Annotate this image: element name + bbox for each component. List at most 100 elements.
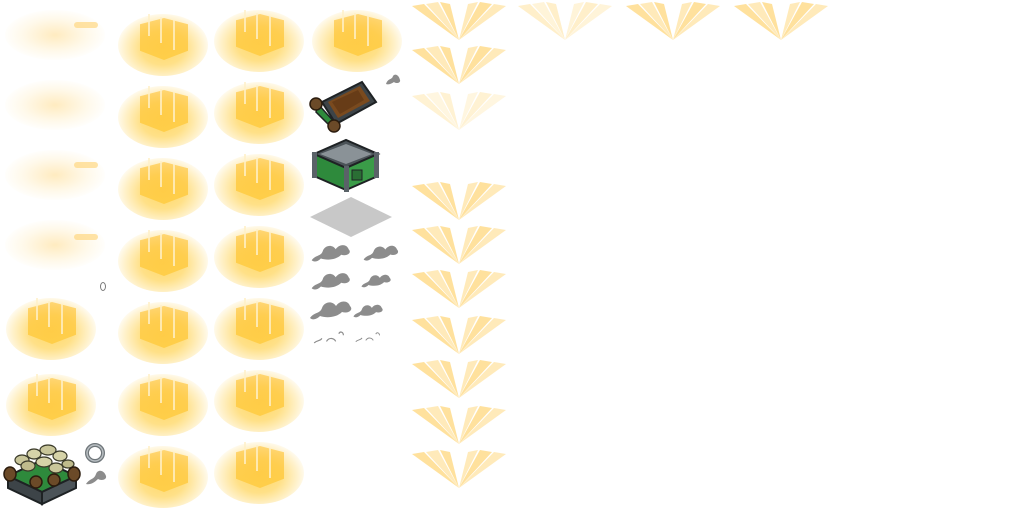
light-ray	[459, 182, 492, 220]
light-ray	[654, 2, 673, 40]
glow-streak	[244, 370, 246, 392]
light-ray-fan-sprite	[412, 182, 506, 220]
glow-streak	[269, 448, 271, 478]
light-ray	[459, 316, 478, 354]
light-ray	[459, 94, 506, 130]
light-ray	[459, 450, 492, 488]
light-ray	[412, 362, 459, 398]
glow-streak	[173, 20, 175, 50]
light-ray	[626, 4, 673, 40]
smoke-shape	[313, 331, 344, 344]
glow-sparkle-sprite	[214, 220, 304, 288]
glow-sparkle-sprite	[118, 368, 208, 436]
glow-sparkle-sprite	[6, 368, 96, 436]
smoke-puff-sprite	[313, 331, 344, 344]
light-ray	[459, 450, 478, 488]
shadow-tile-sprite	[310, 197, 392, 237]
glow-streak	[160, 449, 162, 475]
glow-sparkle-sprite	[214, 292, 304, 360]
smoke-puff-sprite	[361, 274, 391, 288]
light-ray	[412, 48, 459, 84]
smoke-puff-sprite	[355, 332, 380, 342]
faint-glow-sprite	[5, 150, 105, 200]
smoke-puff-sprite	[311, 273, 350, 290]
light-ray-fan-sprite	[626, 2, 720, 40]
glow-streak	[244, 10, 246, 32]
light-ray	[781, 4, 828, 40]
glow-streak	[48, 301, 50, 327]
light-ray	[673, 2, 692, 40]
light-ray	[459, 228, 506, 264]
light-ray	[459, 360, 492, 398]
glow-streak	[160, 17, 162, 43]
light-ray	[426, 2, 459, 40]
light-ray	[459, 226, 478, 264]
light-ray	[459, 406, 492, 444]
light-ray	[459, 92, 478, 130]
light-ray	[459, 46, 478, 84]
smoke-shape	[355, 332, 380, 342]
light-ray	[459, 2, 478, 40]
glow-streak	[148, 86, 150, 108]
small-pebble	[100, 282, 106, 291]
light-ray	[459, 452, 506, 488]
glow-streak	[244, 442, 246, 464]
light-ray	[440, 92, 459, 130]
smoke-puff-sprite	[386, 74, 401, 85]
glow-streak	[36, 298, 38, 320]
glow-streak	[269, 160, 271, 190]
light-ray	[459, 184, 506, 220]
glow-streak	[269, 88, 271, 118]
light-ray	[459, 360, 478, 398]
open-chest-empty-sprite	[311, 138, 381, 192]
glow-sparkle-sprite	[214, 76, 304, 144]
light-ray	[565, 2, 584, 40]
light-ray	[412, 184, 459, 220]
faint-streak	[74, 234, 98, 240]
glow-streak	[160, 233, 162, 259]
glow-sparkle-sprite	[118, 8, 208, 76]
light-ray	[426, 92, 459, 130]
glow-sparkle-sprite	[6, 292, 96, 360]
glow-streak	[354, 13, 356, 39]
glow-streak	[256, 85, 258, 111]
light-ray-fan-sprite	[412, 46, 506, 84]
glow-streak	[173, 164, 175, 194]
glow-sparkle-sprite	[118, 296, 208, 364]
light-ray	[459, 226, 492, 264]
light-ray	[459, 272, 506, 308]
light-ray	[459, 46, 492, 84]
light-ray	[440, 226, 459, 264]
light-ray	[412, 408, 459, 444]
smoke-shape	[311, 273, 350, 290]
glow-streak	[244, 298, 246, 320]
light-ray	[673, 2, 706, 40]
light-ray-fan-sprite	[412, 360, 506, 398]
light-ray	[426, 406, 459, 444]
light-ray	[426, 226, 459, 264]
glow-streak	[173, 452, 175, 482]
light-ray	[565, 2, 598, 40]
light-ray	[440, 316, 459, 354]
ring-sprite	[85, 443, 105, 463]
light-ray	[459, 48, 506, 84]
light-ray	[412, 318, 459, 354]
glow-sparkle-sprite	[214, 436, 304, 504]
glow-streak	[148, 230, 150, 252]
glow-streak	[269, 232, 271, 262]
light-ray-fan-sprite	[412, 406, 506, 444]
glow-streak	[36, 374, 38, 396]
glow-sparkle-sprite	[312, 4, 402, 72]
light-ray	[781, 2, 800, 40]
light-ray-fan-sprite	[412, 450, 506, 488]
light-ray-fan-sprite	[734, 2, 828, 40]
open-chest-tilted-sprite	[309, 80, 378, 133]
light-ray	[426, 270, 459, 308]
light-ray	[440, 360, 459, 398]
light-ray	[459, 408, 506, 444]
glow-sparkle-sprite	[214, 4, 304, 72]
light-ray	[440, 2, 459, 40]
glow-streak	[148, 158, 150, 180]
smoke-shape	[310, 301, 352, 320]
